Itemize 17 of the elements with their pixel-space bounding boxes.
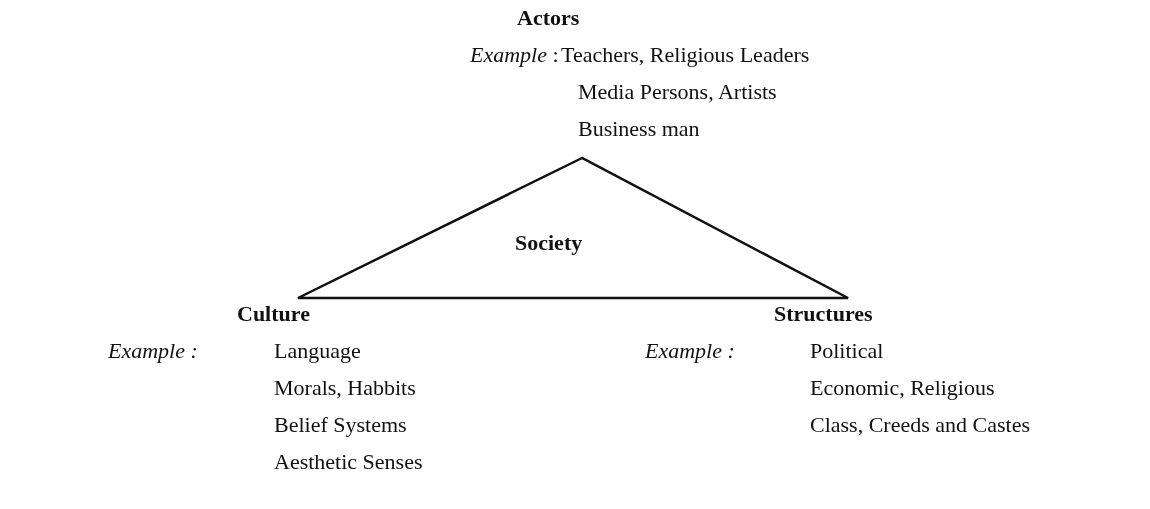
heading: Actors bbox=[517, 5, 580, 31]
heading: Culture bbox=[237, 301, 310, 327]
list-item: Teachers, Religious Leaders bbox=[561, 42, 810, 68]
triangle-label: Society bbox=[515, 230, 583, 256]
list-item: Media Persons, Artists bbox=[578, 79, 777, 105]
example-label: Example : bbox=[645, 338, 735, 364]
list-item: Political bbox=[810, 338, 884, 364]
list-item: Belief Systems bbox=[274, 412, 407, 438]
example-label: Example : bbox=[470, 42, 559, 68]
list-item: Morals, Habbits bbox=[274, 375, 416, 401]
list-item: Aesthetic Senses bbox=[274, 449, 423, 475]
example-label: Example : bbox=[108, 338, 198, 364]
list-item: Economic, Religious bbox=[810, 375, 995, 401]
list-item: Class, Creeds and Castes bbox=[810, 412, 1030, 438]
heading: Structures bbox=[774, 301, 873, 327]
list-item: Business man bbox=[578, 116, 700, 142]
list-item: Language bbox=[274, 338, 361, 364]
